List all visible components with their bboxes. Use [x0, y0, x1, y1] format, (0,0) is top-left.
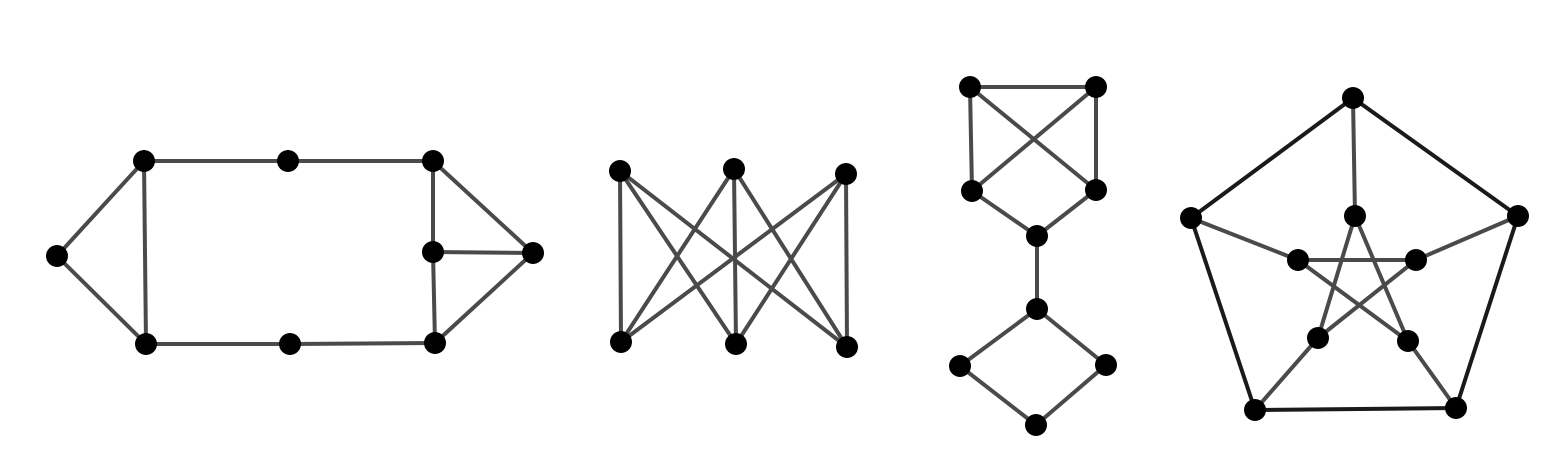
graph-4-edge-o3-o4: [1189, 216, 1257, 412]
graph-4-edge-o4-i4: [1189, 216, 1300, 262]
graph-1-edge-d-e: [431, 159, 535, 255]
graph-4-edge-o0-o1: [1351, 96, 1520, 218]
graph-2-node-b1: [610, 331, 632, 353]
graph-4-edge-o4-o0: [1189, 96, 1355, 220]
graph-1-edge-b-c: [142, 159, 148, 346]
graph-4-node-i4: [1287, 249, 1309, 271]
graph-3-edge-g-i: [958, 364, 1038, 427]
graph-3-node-h: [1095, 354, 1117, 376]
graph-1-edge-a-c: [55, 254, 148, 346]
graph-2-node-t1: [609, 160, 631, 182]
graph-4-node-i0: [1344, 205, 1366, 227]
graph-3-edge-f-h: [1035, 307, 1108, 367]
graph-1-edge-a-b: [55, 159, 146, 258]
graph-4-node-o0: [1342, 87, 1364, 109]
graph-2-node-t2: [723, 158, 745, 180]
graph-1-node-a: [46, 245, 68, 267]
graph-1-node-h: [279, 333, 301, 355]
graph-2-node-b2: [725, 333, 747, 355]
graph-2-node-b3: [836, 336, 858, 358]
graph-1-node-g: [277, 150, 299, 172]
graph-4-edge-o3-i3: [1253, 336, 1320, 412]
graph-4-node-o3: [1244, 399, 1266, 421]
graph-4-edge-o2-o3: [1253, 406, 1458, 412]
graph-4-edge-i2-i4: [1296, 258, 1410, 343]
graph-3-edge-b-c: [970, 85, 1098, 193]
graph-1-node-e: [522, 242, 544, 264]
graph-3-node-b: [1085, 76, 1107, 98]
graph-1: [46, 150, 544, 355]
graph-3: [949, 76, 1117, 436]
graph-3-node-e: [1026, 225, 1048, 247]
graph-4-edge-o1-i1: [1414, 214, 1520, 262]
graph-3-node-i: [1025, 414, 1047, 436]
graph-4-node-i2: [1397, 330, 1419, 352]
graph-1-edge-h-f: [288, 341, 437, 346]
graph-2-edge-t3-b1: [619, 172, 848, 344]
graph-3-node-f: [1026, 298, 1048, 320]
graph-4-edge-i1-i3: [1316, 258, 1418, 340]
graph-4-node-o4: [1180, 207, 1202, 229]
graph-3-edge-c-e: [970, 189, 1039, 238]
graph-3-node-g: [949, 355, 971, 377]
graph-4-edge-o0-i0: [1351, 96, 1357, 218]
graph-3-edge-f-g: [958, 307, 1039, 368]
graph-1-node-d: [422, 150, 444, 172]
graph-4-edge-o2-i2: [1406, 339, 1458, 410]
graph-1-node-c: [135, 333, 157, 355]
graph-4-edge-o1-o2: [1454, 214, 1520, 410]
graph-1-edge-i-f: [431, 250, 437, 345]
graph-2-edge-t1-b1: [618, 169, 623, 344]
graph-4: [1180, 87, 1529, 421]
graph-3-edge-h-i: [1034, 363, 1108, 427]
graph-2-edge-t3-b2: [734, 172, 848, 346]
graph-4-node-i1: [1405, 249, 1427, 271]
graph-4-node-o1: [1507, 205, 1529, 227]
graph-3-edge-a-c: [968, 85, 974, 193]
graph-1-node-i: [422, 241, 444, 263]
graph-4-node-i3: [1307, 327, 1329, 349]
graph-3-node-a: [959, 76, 981, 98]
graph-4-node-o2: [1445, 397, 1467, 419]
graph-1-node-b: [133, 150, 155, 172]
graph-1-edge-e-i: [431, 250, 535, 255]
graph-1-edge-e-f: [433, 251, 535, 345]
graph-4-edge-i0-i2: [1353, 214, 1410, 343]
graph-3-node-c: [961, 180, 983, 202]
graph-3-node-d: [1085, 179, 1107, 201]
graph-2: [609, 158, 858, 358]
graph-2-edge-t3-b3: [844, 172, 849, 349]
graph-1-node-f: [424, 332, 446, 354]
graph-4-edge-i3-i0: [1316, 214, 1357, 340]
graph-3-edge-d-e: [1035, 188, 1098, 238]
graph-2-node-t3: [835, 163, 857, 185]
graph-2-edge-t2-b1: [619, 167, 736, 344]
